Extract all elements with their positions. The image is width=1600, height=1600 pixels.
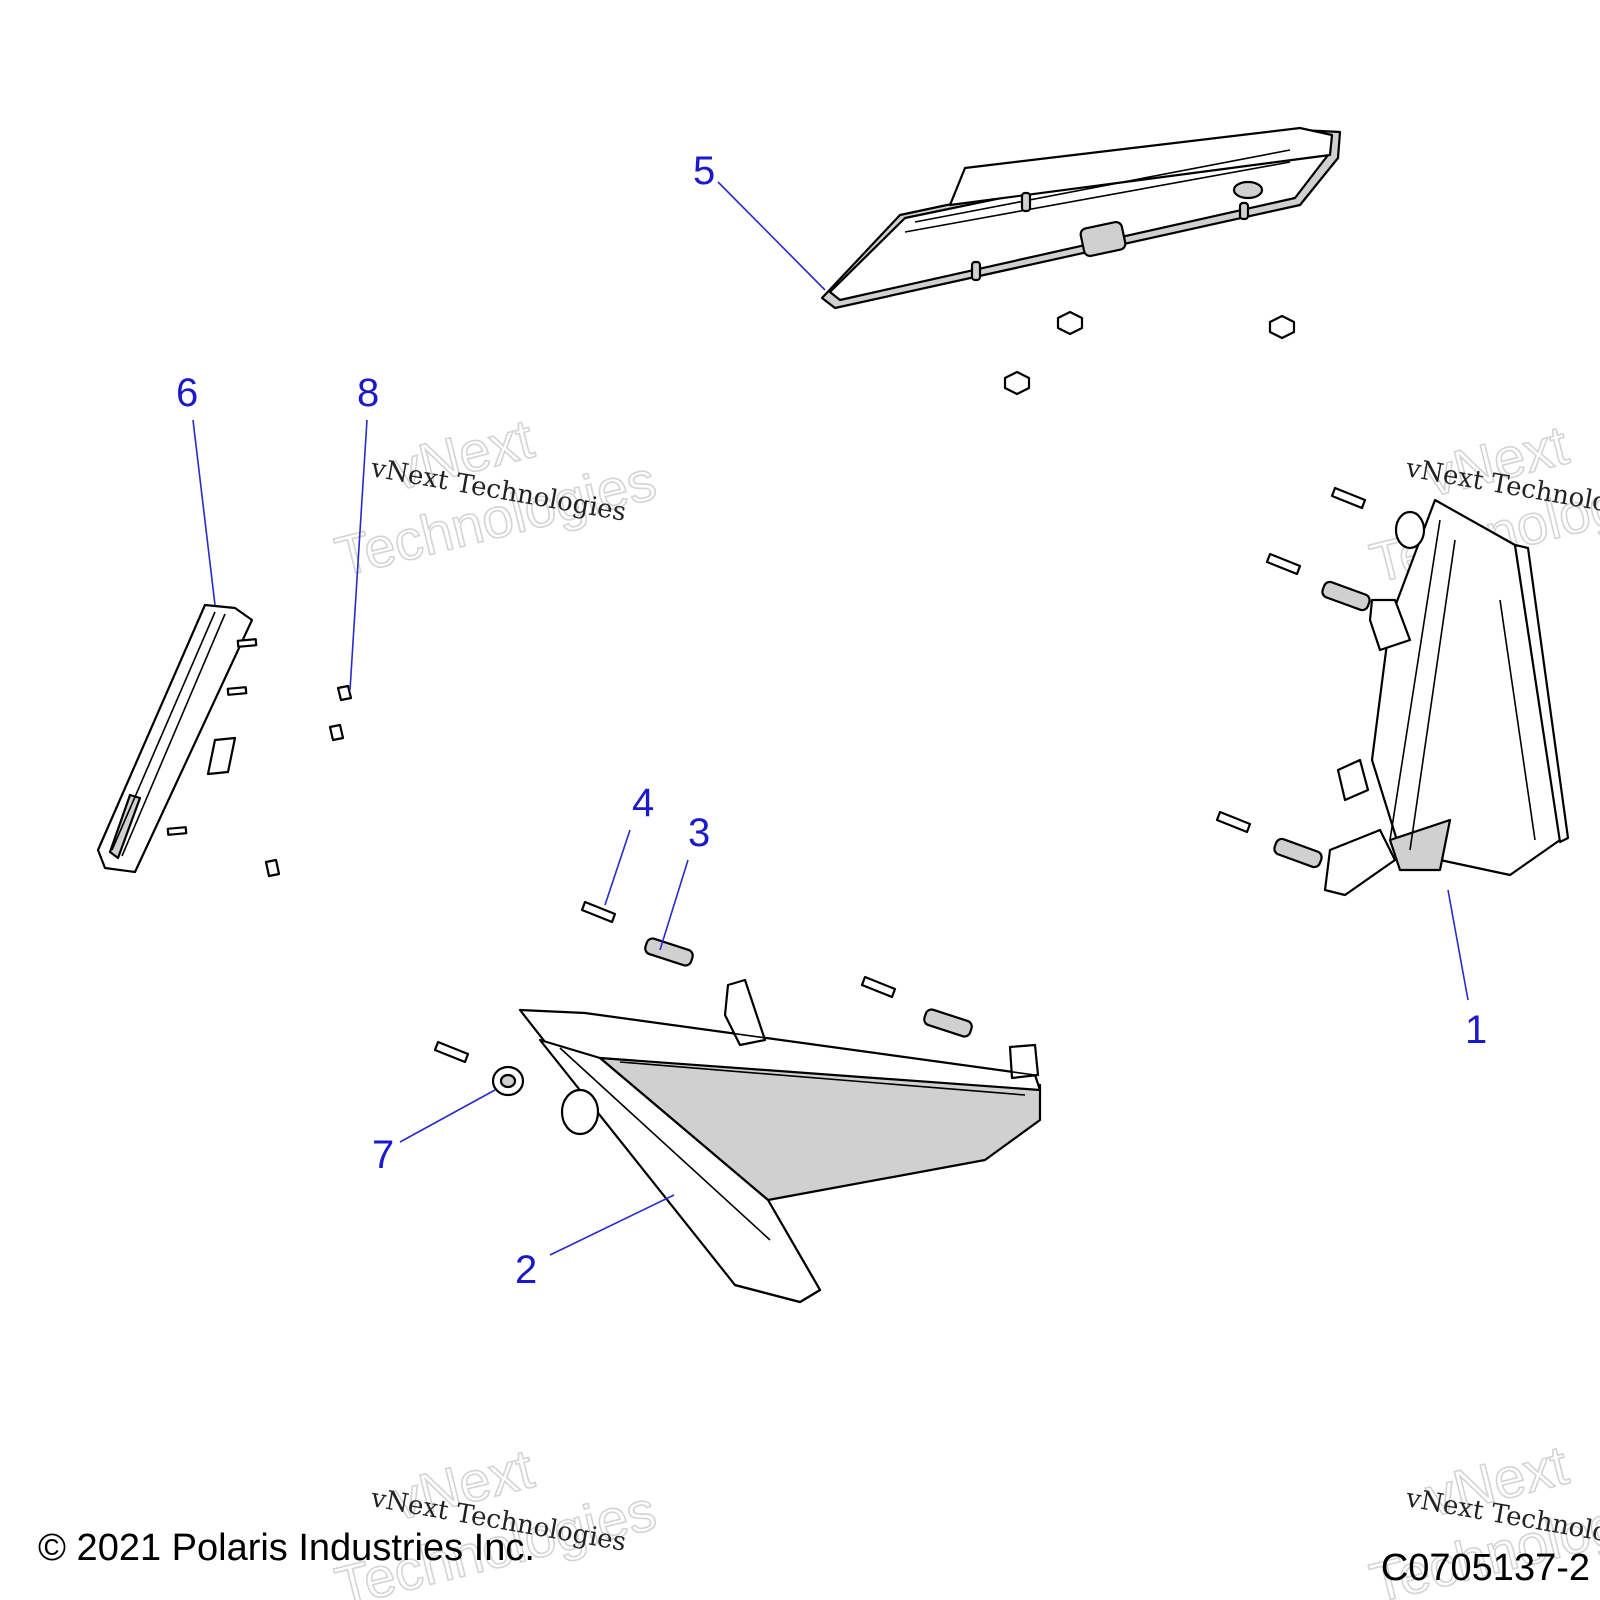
leader-line-5	[717, 181, 826, 291]
callout-6: 6	[176, 371, 198, 415]
callout-7: 7	[372, 1133, 394, 1177]
callout-1: 1	[1465, 1008, 1487, 1052]
leader-line-4	[604, 829, 631, 906]
part-3-springs	[644, 937, 973, 1038]
part-4-screws	[433, 900, 897, 1064]
part-8-clips	[264, 684, 353, 878]
leader-line-8	[349, 419, 368, 691]
part-6-left-light	[96, 603, 258, 874]
copyright-text: © 2021 Polaris Industries Inc.	[38, 1527, 535, 1569]
leader-line-3	[659, 859, 689, 951]
callout-2: 2	[515, 1248, 537, 1292]
drawing-number: C0705137-2	[1381, 1547, 1590, 1589]
part-5-nuts	[1003, 310, 1296, 396]
callout-5: 5	[693, 149, 715, 193]
leader-line-6	[192, 419, 216, 606]
leader-line-1	[1447, 889, 1469, 1001]
part-1-hardware	[1215, 486, 1426, 869]
part-5-light-panel	[820, 126, 1342, 310]
callout-8: 8	[357, 371, 379, 415]
leader-line-7	[399, 1089, 496, 1143]
part-1-right-light	[1323, 498, 1570, 897]
leader-line-2	[549, 1194, 675, 1256]
callout-4: 4	[632, 781, 654, 825]
callout-3: 3	[688, 811, 710, 855]
part-2-lower-light	[518, 978, 1042, 1304]
part-7-grommet	[491, 1065, 525, 1097]
